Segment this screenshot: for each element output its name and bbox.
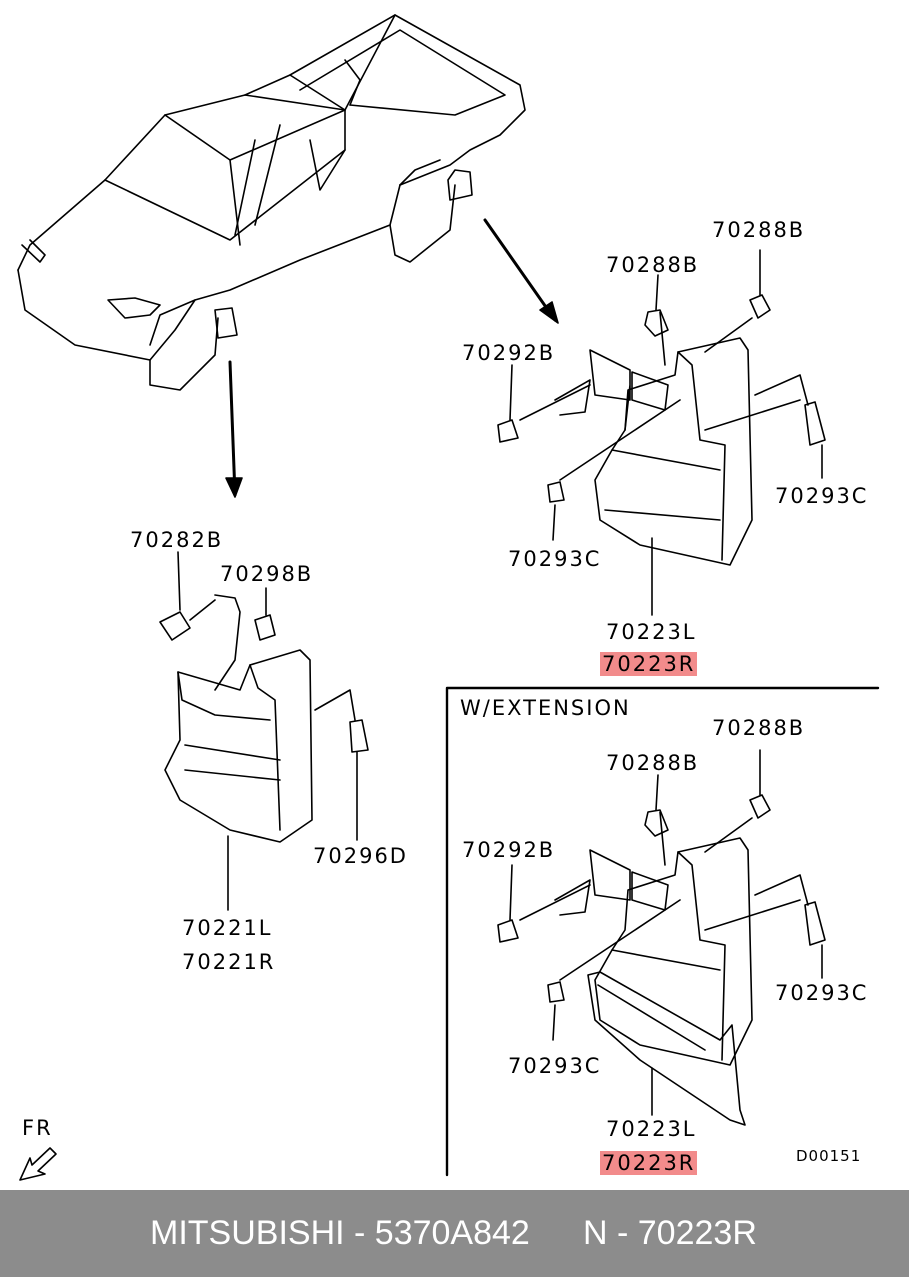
- part-label: 70293C: [775, 981, 869, 1005]
- rear-mudguard-extension: [497, 749, 826, 1126]
- highlighted-part-label: 70223R: [600, 1151, 698, 1175]
- part-label: 70221L: [182, 916, 273, 940]
- diagram-drawing: [17, 14, 880, 1181]
- part-label: 70298B: [220, 562, 314, 586]
- part-label: 70288B: [712, 218, 806, 242]
- front-mudguard: [159, 551, 369, 911]
- diagram-code: D00151: [796, 1147, 862, 1165]
- part-label: 70223L: [606, 620, 697, 644]
- part-label: 70223L: [606, 1117, 697, 1141]
- front-direction-label: FR: [22, 1116, 53, 1140]
- part-label: 70293C: [508, 547, 602, 571]
- pickup-truck-illustration: [17, 14, 526, 391]
- part-label: 70292B: [462, 838, 556, 862]
- part-label: 70221R: [182, 950, 276, 974]
- front-direction-arrow-icon: [19, 1147, 57, 1181]
- part-label: 70282B: [130, 528, 224, 552]
- footer-bar: MITSUBISHI - 5370A842 N - 70223R: [0, 1190, 909, 1277]
- footer-brand-part-number: MITSUBISHI - 5370A842: [150, 1214, 530, 1252]
- highlighted-part-label: 70223R: [600, 652, 698, 676]
- part-label: 70288B: [606, 253, 700, 277]
- part-label: 70296D: [313, 844, 408, 868]
- part-label: 70293C: [508, 1054, 602, 1078]
- rear-mudguard-upper: [497, 249, 826, 616]
- extension-title: W/EXTENSION: [460, 696, 631, 720]
- part-label: 70292B: [462, 341, 556, 365]
- part-label: 70288B: [606, 751, 700, 775]
- footer-reference: N - 70223R: [583, 1214, 757, 1252]
- part-label: 70288B: [712, 716, 806, 740]
- part-label: 70293C: [775, 484, 869, 508]
